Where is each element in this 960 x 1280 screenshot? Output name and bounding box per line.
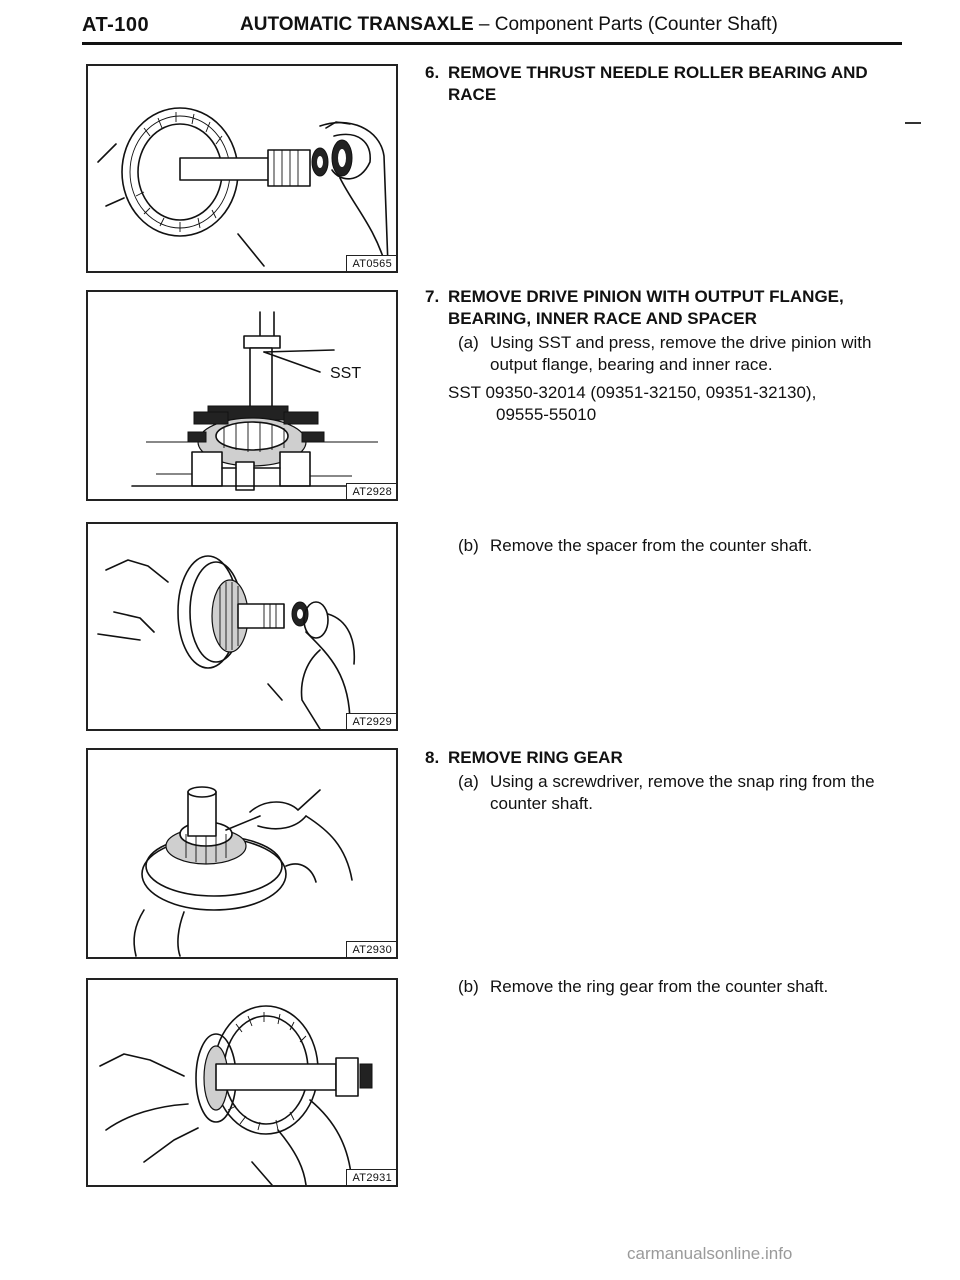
substep-label: (b) xyxy=(458,536,479,555)
figure-code: AT2928 xyxy=(346,483,396,499)
step-8a: (a) Using a screwdriver, remove the snap… xyxy=(458,771,908,815)
step-6-heading: 6. REMOVE THRUST NEEDLE ROLLER BEARING A… xyxy=(425,62,908,106)
sst-label: SST xyxy=(330,365,361,382)
illustration-press-sst: SST xyxy=(131,311,378,491)
sst-numbers: SST 09350-32014 (09351-32150, 09351-3213… xyxy=(448,382,908,426)
sst-line-1: SST 09350-32014 (09351-32150, 09351-3213… xyxy=(448,383,817,402)
section-subtitle: Component Parts (Counter Shaft) xyxy=(494,14,778,35)
title-separator: – xyxy=(473,14,495,35)
substep-label: (b) xyxy=(458,977,479,996)
page-code: AT-100 xyxy=(82,14,150,36)
illustration-snap-ring xyxy=(133,786,353,957)
substep-text: Remove the spacer from the counter shaft… xyxy=(490,536,813,555)
step-number: 8. xyxy=(425,748,440,767)
figure-code: AT0565 xyxy=(346,255,396,271)
figure-code: AT2930 xyxy=(346,941,396,957)
substep-label: (a) xyxy=(458,772,479,791)
figure-spacer: AT2929 xyxy=(86,522,398,731)
substep-text: Using a screwdriver, remove the snap rin… xyxy=(490,772,875,813)
substep-text: Using SST and press, remove the drive pi… xyxy=(490,333,872,374)
margin-mark xyxy=(905,122,921,124)
page-header: AT-100 AUTOMATIC TRANSAXLE – Component P… xyxy=(82,10,902,45)
step-heading-line: REMOVE THRUST NEEDLE ROLLER BEARING AND xyxy=(448,63,868,82)
step-7-heading: 7. REMOVE DRIVE PINION WITH OUTPUT FLANG… xyxy=(425,286,908,330)
figure-code: AT2929 xyxy=(346,713,396,729)
illustration-spacer xyxy=(97,555,356,729)
figure-thrust-bearing: AT0565 xyxy=(86,64,398,273)
substep-text: Remove the ring gear from the counter sh… xyxy=(490,977,829,996)
step-8b: (b) Remove the ring gear from the counte… xyxy=(458,976,908,998)
section-title: AUTOMATIC TRANSAXLE xyxy=(240,14,474,35)
watermark: carmanualsonline.info xyxy=(627,1244,793,1263)
figure-code: AT2931 xyxy=(346,1169,396,1185)
illustration-thrust-bearing xyxy=(97,107,389,267)
illustration-ring-gear xyxy=(99,1005,373,1185)
step-7a: (a) Using SST and press, remove the driv… xyxy=(458,332,908,376)
figure-press-sst: SST AT2928 xyxy=(86,290,398,501)
substep-label: (a) xyxy=(458,333,479,352)
figure-ring-gear: AT2931 xyxy=(86,978,398,1187)
step-heading-line: REMOVE DRIVE PINION WITH OUTPUT FLANGE, xyxy=(448,287,844,306)
step-heading-line: RACE xyxy=(448,85,497,104)
figure-snap-ring: AT2930 xyxy=(86,748,398,959)
step-heading-line: REMOVE RING GEAR xyxy=(448,748,623,767)
step-heading-line: BEARING, INNER RACE AND SPACER xyxy=(448,309,757,328)
page-title: AUTOMATIC TRANSAXLE – Component Parts (C… xyxy=(240,14,778,36)
step-number: 7. xyxy=(425,287,440,306)
step-7b: (b) Remove the spacer from the counter s… xyxy=(458,535,908,557)
step-number: 6. xyxy=(425,63,440,82)
sst-line-2: 09555-55010 xyxy=(496,405,597,424)
step-8-heading: 8. REMOVE RING GEAR xyxy=(425,747,908,769)
